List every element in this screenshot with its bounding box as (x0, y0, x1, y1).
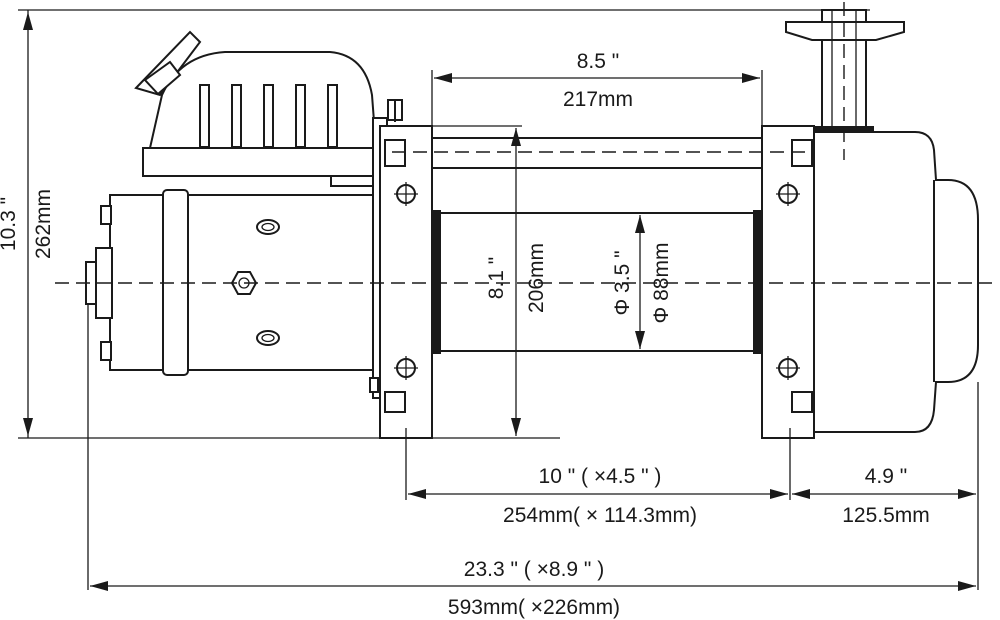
drum-diameter-mm-label: Φ 88mm (650, 243, 673, 324)
flange-diameter-mm-label: 206mm (525, 243, 548, 313)
drum (431, 137, 763, 354)
gearbox-length-dimension (792, 489, 976, 499)
gearbox (813, 131, 979, 433)
mount-spacing-mm-label: 254mm( × 114.3mm) (503, 504, 697, 527)
overall-length-mm-label: 593mm( ×226mm) (448, 596, 620, 619)
control-box (134, 30, 403, 187)
overall-height-dimension (18, 9, 870, 439)
left-end-bearing (369, 117, 433, 439)
flange-diameter-dimension (511, 128, 521, 436)
overall-length-inch-label: 23.3 " ( ×8.9 " ) (464, 558, 604, 581)
height-inch-label: 10.3 " (0, 197, 20, 251)
flange-diameter-inch-label: 8.1 " (485, 257, 508, 299)
clutch-handle (785, 2, 905, 160)
right-end-bearing (761, 125, 815, 439)
mount-spacing-dimension (408, 489, 788, 499)
bottom-extension-lines (87, 305, 979, 590)
drum-diameter-inch-label: Φ 3.5 " (611, 250, 634, 315)
drum-width-dimension (431, 70, 763, 126)
drum-width-mm-label: 217mm (563, 88, 633, 111)
overall-length-dimension (90, 581, 976, 591)
drum-width-inch-label: 8.5 " (577, 50, 619, 73)
drum-diameter-dimension (635, 215, 645, 349)
gearbox-length-inch-label: 4.9 " (865, 465, 907, 488)
mount-spacing-inch-label: 10 " ( ×4.5 " ) (539, 465, 662, 488)
height-mm-label: 262mm (32, 189, 55, 259)
gearbox-length-mm-label: 125.5mm (842, 504, 930, 527)
